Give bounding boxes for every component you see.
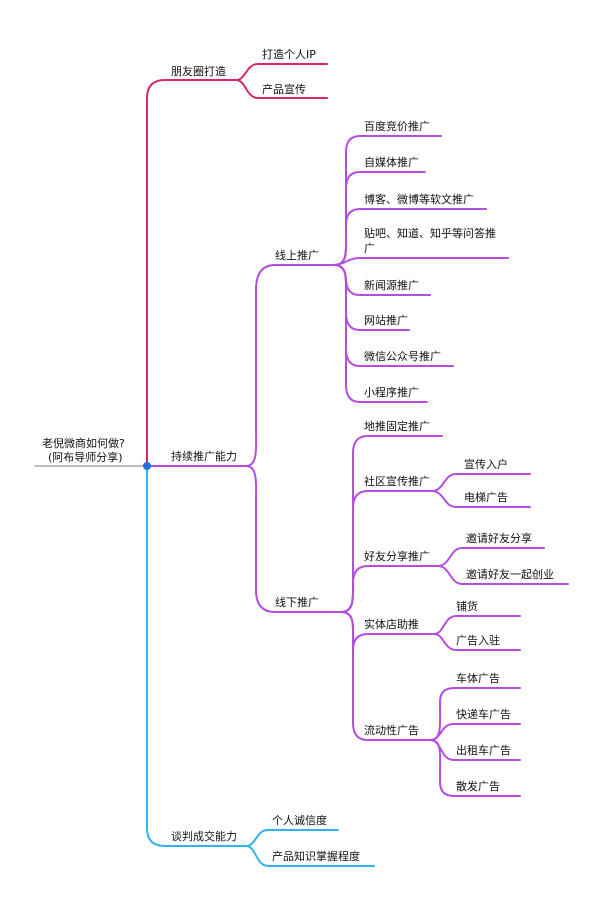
root-title-line1[interactable]: 老倪微商如何做? (42, 436, 125, 450)
node-shequ[interactable]: 社区宣传推广 (364, 474, 430, 488)
node-zimeiti[interactable]: 自媒体推广 (364, 155, 419, 169)
node-ip[interactable]: 打造个人IP (262, 47, 316, 61)
root-title-line2[interactable]: (阿布导师分享) (48, 450, 123, 464)
node-chixu[interactable]: 持续推广能力 (171, 449, 237, 463)
node-sanfa[interactable]: 散发广告 (456, 779, 500, 793)
node-online[interactable]: 线上推广 (275, 248, 319, 262)
edge-chixu-online (245, 264, 335, 467)
edge-online-tieba (333, 257, 509, 266)
edge-liudong-sanfa (429, 739, 521, 797)
edge-haoyou-fenxiang (437, 547, 545, 567)
node-chengxin[interactable]: 个人诚信度 (272, 813, 327, 827)
node-xiaochengxu[interactable]: 小程序推广 (364, 385, 419, 399)
node-ruhu[interactable]: 宣传入户 (464, 457, 508, 471)
edge-shiti-puhuo (433, 615, 521, 635)
node-kuaidi[interactable]: 快递车广告 (456, 707, 511, 721)
node-yaoqing-fenxiang[interactable]: 邀请好友分享 (466, 531, 532, 545)
node-zhishi[interactable]: 产品知识掌握程度 (272, 849, 360, 863)
node-shiti[interactable]: 实体店助推 (364, 617, 419, 631)
node-chuzu[interactable]: 出租车广告 (456, 743, 511, 757)
edge-tanpan-chengxin (245, 829, 339, 847)
edge-online-boke (333, 208, 487, 266)
edge-pengyouquan-xuanchuan (235, 79, 328, 99)
edge-root-pengyouquan (146, 79, 237, 467)
edge-liudong-kuaidi (429, 723, 521, 741)
node-yaoqing-chuangye[interactable]: 邀请好友一起创业 (466, 567, 554, 581)
edge-shequ-dianti (431, 490, 531, 508)
edge-pengyouquan-ip (235, 63, 328, 81)
edge-shiti-guanggao (433, 633, 521, 651)
node-offline[interactable]: 线下推广 (275, 595, 319, 609)
node-tieba-cont[interactable]: 广 (364, 242, 375, 255)
edge-tanpan-zhishi (245, 845, 375, 867)
node-tanpan[interactable]: 谈判成交能力 (171, 829, 237, 843)
node-cheti[interactable]: 车体广告 (456, 671, 500, 685)
node-guanggao-ruzhu[interactable]: 广告入驻 (456, 633, 500, 647)
node-tieba[interactable]: 贴吧、知道、知乎等问答推 (364, 226, 496, 240)
node-pengyouquan[interactable]: 朋友圈打造 (171, 64, 226, 78)
node-boke[interactable]: 博客、微博等软文推广 (364, 192, 474, 206)
node-haoyou[interactable]: 好友分享推广 (364, 549, 430, 563)
edge-offline-ditui (340, 435, 443, 613)
edge-shequ-ruhu (431, 473, 531, 492)
node-wangzhan[interactable]: 网站推广 (364, 313, 408, 327)
root-junction-dot (143, 462, 151, 470)
edge-chixu-offline (245, 465, 342, 613)
edge-offline-haoyou (340, 565, 439, 613)
edge-online-xiaochengxu (333, 264, 428, 403)
node-liudong[interactable]: 流动性广告 (364, 723, 419, 737)
edge-offline-liudong (340, 611, 431, 741)
node-weixin[interactable]: 微信公众号推广 (364, 349, 441, 363)
edge-root-tanpan (146, 465, 247, 847)
node-xinwen[interactable]: 新闻源推广 (364, 278, 419, 292)
edge-haoyou-chuangye (437, 565, 569, 585)
node-baidu[interactable]: 百度竞价推广 (364, 119, 430, 133)
node-ditui[interactable]: 地推固定推广 (364, 419, 430, 433)
node-dianti[interactable]: 电梯广告 (464, 491, 508, 504)
node-chanpin-xuanchuan[interactable]: 产品宣传 (262, 82, 306, 96)
node-puhuo[interactable]: 铺货 (456, 599, 478, 613)
